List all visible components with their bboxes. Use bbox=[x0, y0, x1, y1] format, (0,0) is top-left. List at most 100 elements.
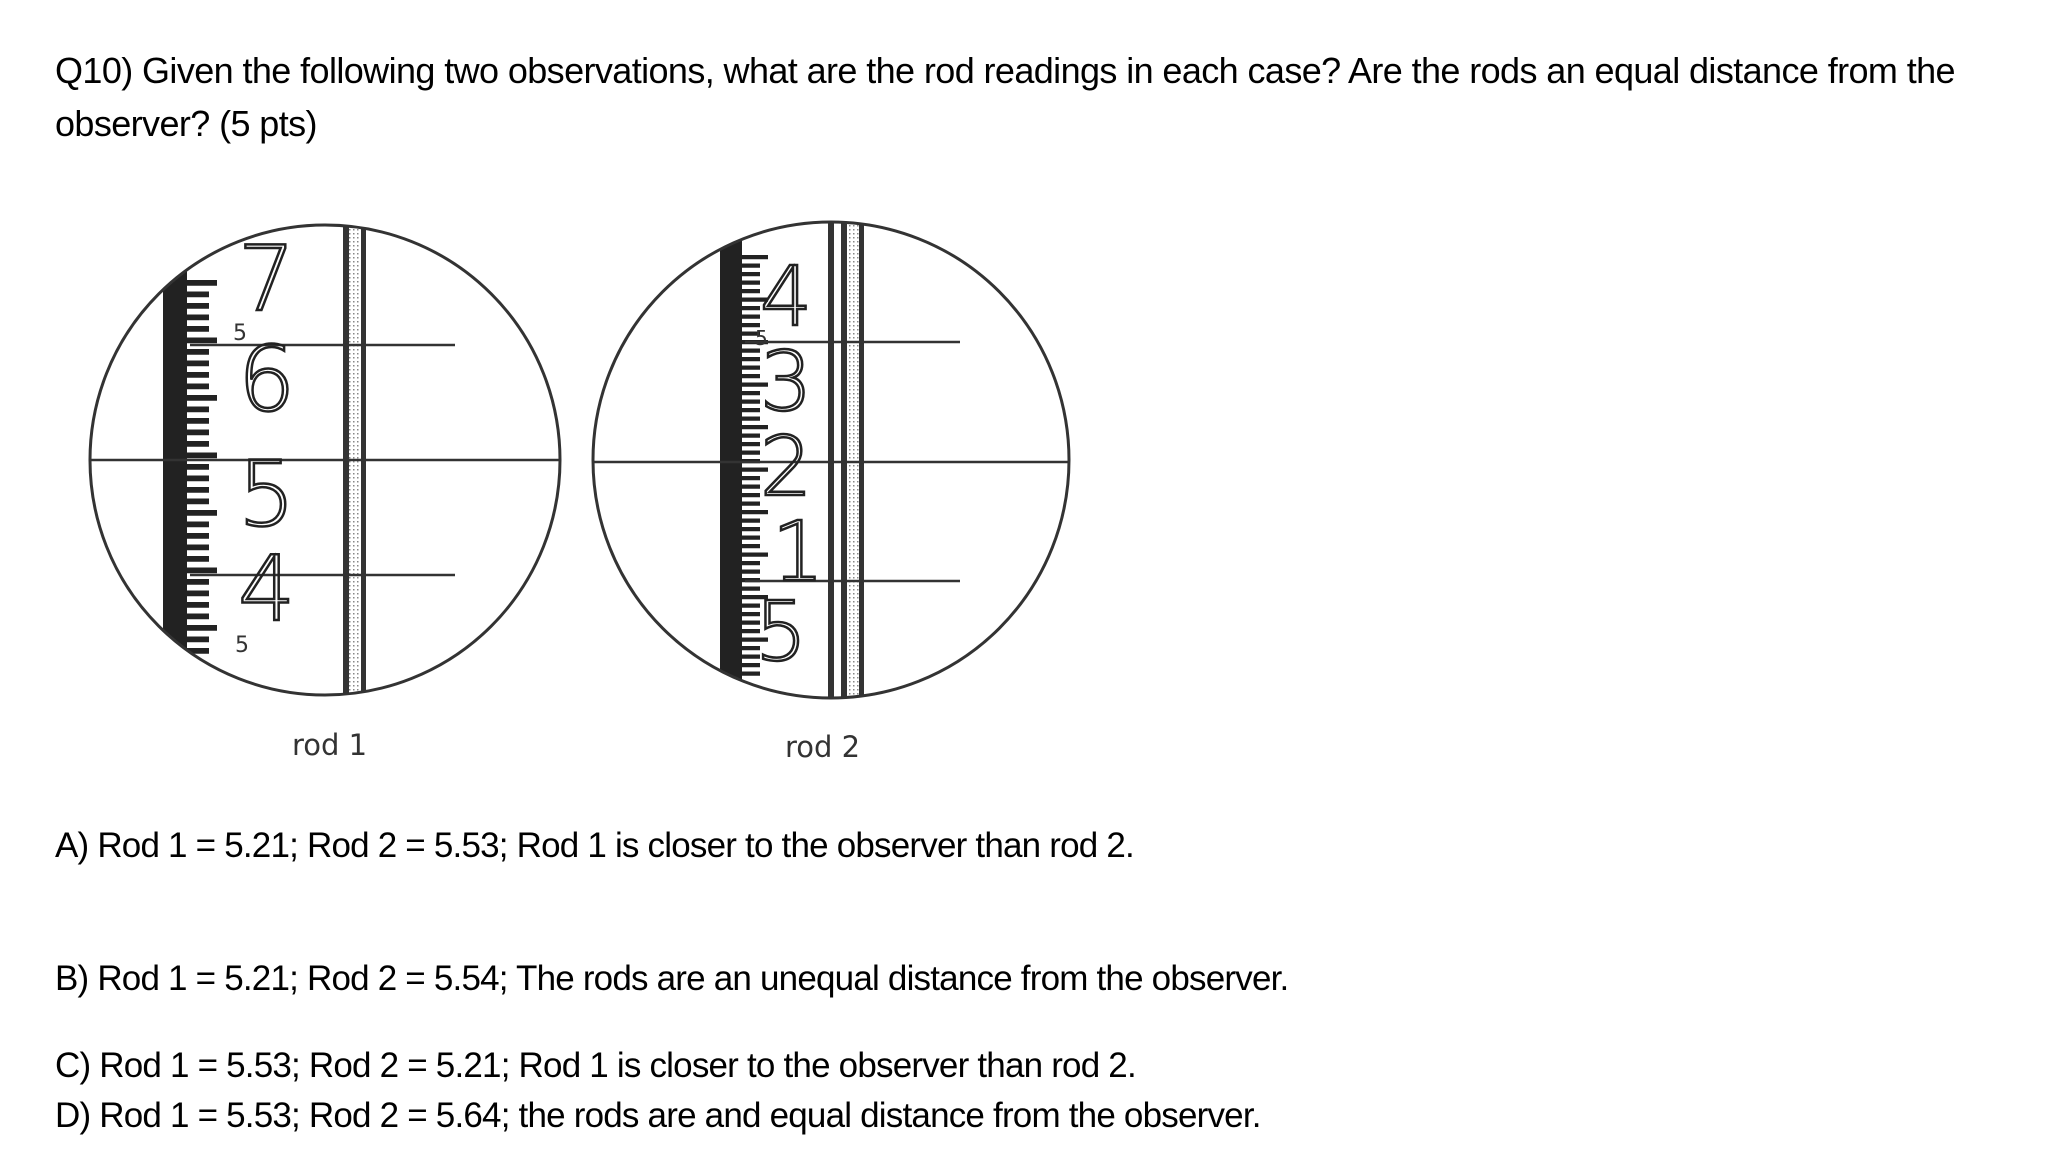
rod-tick bbox=[742, 306, 760, 311]
rod1-subscript: 5 bbox=[233, 321, 247, 346]
rod2-digit: 5 bbox=[755, 585, 807, 680]
rod-tick bbox=[742, 425, 768, 430]
rod-tick bbox=[742, 442, 760, 447]
rod2-caption: rod 2 bbox=[785, 730, 860, 764]
rod-tick bbox=[187, 648, 209, 654]
rod2-eyepiece-view: 4 3 2 1 5 5 bbox=[591, 220, 1071, 700]
rod-tick bbox=[742, 569, 760, 574]
rod-tick bbox=[187, 487, 209, 493]
answer-option-b[interactable]: B) Rod 1 = 5.21; Rod 2 = 5.54; The rods … bbox=[55, 959, 1289, 998]
rod1-eyepiece-view: 7 6 5 4 5 5 bbox=[88, 223, 562, 697]
rod-tick bbox=[742, 255, 768, 260]
rod-tick bbox=[187, 636, 209, 643]
rod-tick bbox=[742, 476, 760, 481]
rod-tick bbox=[187, 337, 217, 344]
rod-tick bbox=[742, 280, 760, 285]
rod-tick bbox=[742, 450, 760, 455]
rod-tick bbox=[742, 663, 760, 668]
rod1-digit: 4 bbox=[238, 537, 295, 642]
rod-tick bbox=[742, 493, 760, 498]
rod-tick bbox=[742, 382, 768, 387]
rod2-digit: 1 bbox=[772, 505, 824, 600]
rod-tick bbox=[742, 374, 760, 379]
rod-tick bbox=[187, 429, 209, 436]
rod-tick bbox=[187, 533, 209, 539]
rod1-subscript: 5 bbox=[235, 633, 249, 658]
rod1-tick-marks bbox=[187, 280, 217, 654]
rod-tick bbox=[187, 406, 209, 413]
rod-tick bbox=[187, 452, 217, 459]
rod-tick bbox=[187, 602, 209, 608]
rod-tick bbox=[742, 416, 760, 421]
rod1-digit: 7 bbox=[238, 227, 295, 332]
rod-tick bbox=[187, 303, 209, 309]
rod1-digit: 5 bbox=[238, 442, 295, 547]
rod-tick bbox=[187, 579, 209, 585]
rod-tick bbox=[742, 552, 768, 557]
rod-tick bbox=[187, 441, 209, 447]
rod-tick bbox=[187, 464, 209, 470]
rod-tick bbox=[742, 646, 760, 651]
rod2-scale-strip bbox=[720, 222, 742, 698]
rod-tick bbox=[742, 399, 760, 404]
rod-tick bbox=[187, 521, 209, 528]
rod-tick bbox=[742, 544, 760, 549]
rod-tick bbox=[742, 595, 768, 600]
answer-option-c[interactable]: C) Rod 1 = 5.53; Rod 2 = 5.21; Rod 1 is … bbox=[55, 1046, 1137, 1085]
rod-tick bbox=[742, 391, 760, 396]
rod-tick bbox=[187, 475, 209, 482]
rod-tick bbox=[742, 331, 760, 336]
rod1-digit: 6 bbox=[238, 327, 295, 432]
rod2-digit: 2 bbox=[760, 420, 812, 515]
rod2-reticle-circle bbox=[591, 220, 1071, 700]
rod-tick bbox=[187, 383, 209, 390]
rod-tick bbox=[742, 637, 768, 642]
rod-tick bbox=[187, 314, 209, 321]
rod-tick bbox=[742, 348, 760, 353]
rod-tick bbox=[742, 263, 760, 268]
rod-tick bbox=[187, 349, 209, 355]
rod-tick bbox=[187, 556, 209, 562]
rod-tick bbox=[742, 314, 760, 319]
rod-tick bbox=[742, 433, 760, 438]
rod2-digit: 4 bbox=[760, 250, 812, 345]
rod-tick bbox=[742, 586, 760, 591]
rod-tick bbox=[187, 613, 209, 620]
rod-tick bbox=[742, 297, 768, 302]
rod-tick bbox=[742, 272, 760, 277]
rod-tick bbox=[742, 510, 768, 515]
rod-tick bbox=[742, 603, 760, 608]
rod-tick bbox=[187, 395, 217, 401]
rod-tick bbox=[742, 561, 760, 566]
rod-tick bbox=[187, 510, 217, 516]
rod-tick bbox=[742, 408, 760, 413]
rod-tick bbox=[742, 365, 760, 370]
rod2-digit: 3 bbox=[760, 335, 812, 430]
rod1-reticle-circle bbox=[88, 223, 562, 697]
rod-tick bbox=[187, 418, 209, 424]
rod-tick bbox=[742, 323, 760, 328]
rod-tick bbox=[742, 289, 760, 294]
rod-tick bbox=[187, 498, 209, 505]
rod-tick bbox=[187, 590, 209, 597]
question-text: Q10) Given the following two observation… bbox=[55, 50, 1956, 144]
rod-tick bbox=[187, 291, 209, 298]
rod-tick bbox=[187, 360, 209, 367]
rod-tick bbox=[742, 484, 760, 489]
rod-tick bbox=[742, 620, 760, 625]
rod-tick bbox=[187, 567, 217, 574]
answer-option-a[interactable]: A) Rod 1 = 5.21; Rod 2 = 5.53; Rod 1 is … bbox=[55, 826, 1135, 865]
rod-tick bbox=[742, 629, 760, 634]
rod2-tick-marks bbox=[742, 255, 768, 676]
answer-option-d[interactable]: D) Rod 1 = 5.53; Rod 2 = 5.64; the rods … bbox=[55, 1096, 1262, 1135]
rod-tick bbox=[742, 654, 760, 659]
rod-tick bbox=[742, 535, 760, 540]
rod1-caption: rod 1 bbox=[292, 728, 367, 762]
rod-tick bbox=[742, 357, 760, 362]
rod-tick bbox=[742, 671, 760, 676]
rod-tick bbox=[187, 280, 217, 286]
rod-tick bbox=[742, 612, 760, 617]
rod-tick bbox=[187, 326, 209, 332]
rod2-subscript: 5 bbox=[755, 326, 768, 350]
